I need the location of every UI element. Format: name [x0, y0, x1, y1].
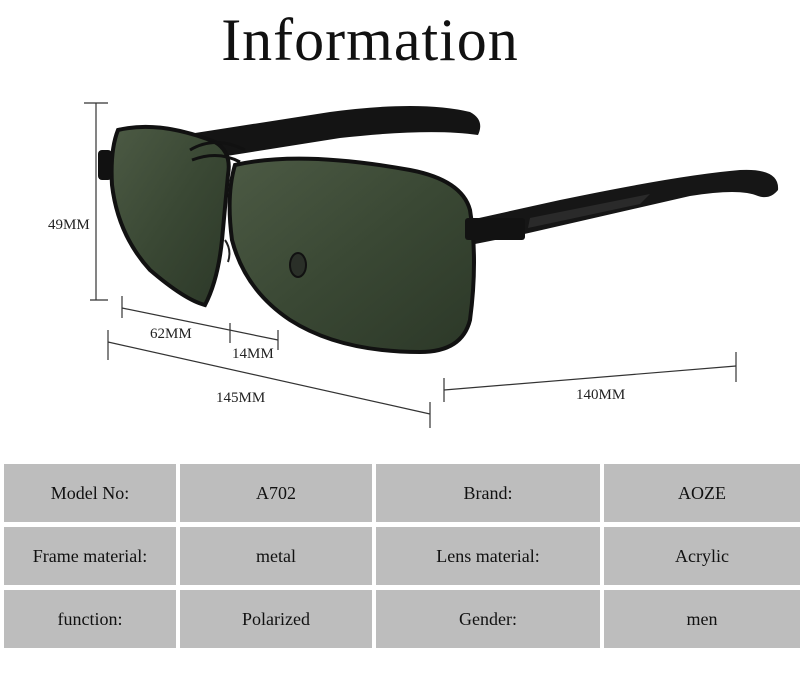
spec-value: men: [604, 590, 800, 648]
sunglasses-illustration: [84, 102, 779, 428]
page-title: Information: [221, 7, 519, 73]
lens-width-label: 62MM: [150, 326, 192, 342]
spec-label: Frame material:: [4, 527, 176, 585]
spec-value: Polarized: [180, 590, 372, 648]
table-row: Model No: A702 Brand: AOZE: [4, 464, 800, 522]
spec-label: function:: [4, 590, 176, 648]
spec-table: Model No: A702 Brand: AOZE Frame materia…: [0, 459, 800, 653]
temple-length-label: 140MM: [576, 387, 626, 403]
bridge-width-label: 14MM: [232, 346, 274, 362]
far-temple: [150, 106, 481, 165]
bridge: [189, 141, 246, 164]
spec-label: Gender:: [376, 590, 600, 648]
spec-label: Brand:: [376, 464, 600, 522]
spec-value: Acrylic: [604, 527, 800, 585]
spec-value: AOZE: [604, 464, 800, 522]
right-lens: [227, 156, 476, 355]
spec-label: Model No:: [4, 464, 176, 522]
spec-value: metal: [180, 527, 372, 585]
spec-value: A702: [180, 464, 372, 522]
frame-width-label: 145MM: [216, 390, 266, 406]
spec-label: Lens material:: [376, 527, 600, 585]
table-row: Frame material: metal Lens material: Acr…: [4, 527, 800, 585]
dimension-lines: [84, 102, 737, 428]
left-lens: [109, 124, 231, 308]
table-row: function: Polarized Gender: men: [4, 590, 800, 648]
lens-height-label: 49MM: [48, 217, 90, 233]
